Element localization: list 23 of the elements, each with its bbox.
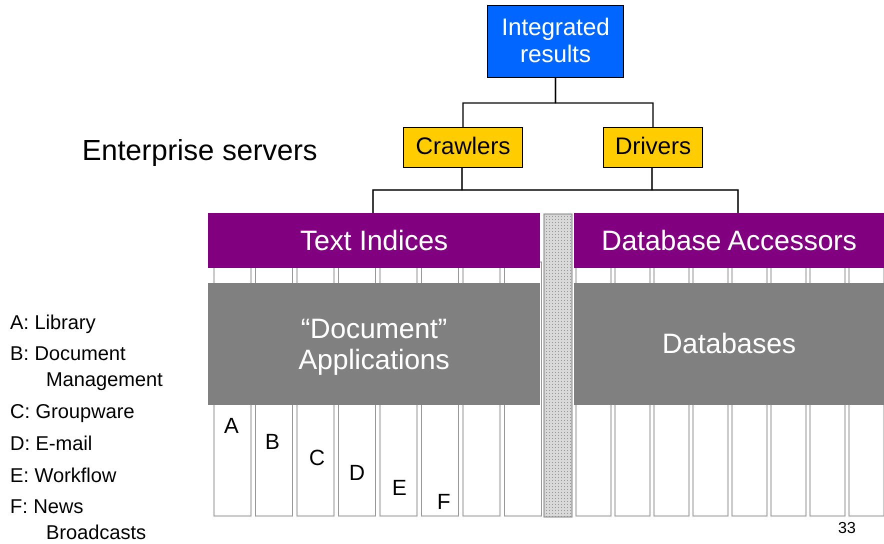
layer-band: Text Indices xyxy=(208,213,540,268)
section-label: Enterprise servers xyxy=(82,134,318,169)
page-number: 33 xyxy=(838,519,856,539)
column-letter: E xyxy=(392,474,407,502)
column-letter: F xyxy=(437,488,450,516)
result-box: Integrated results xyxy=(487,5,624,78)
component-box: Drivers xyxy=(603,127,703,168)
connector-line xyxy=(651,168,739,213)
layer-band: Database Accessors xyxy=(574,213,884,268)
key-entry: D: E-mail xyxy=(10,432,92,457)
layer-band: “Document” Applications xyxy=(208,283,540,405)
column-letter: C xyxy=(309,444,325,472)
key-entry: C: Groupware xyxy=(10,400,134,425)
column-letter: A xyxy=(224,412,239,440)
key-entry: B: Document Management xyxy=(10,342,164,394)
key-entry: F: News Broadcasts xyxy=(10,495,148,544)
column-letter: D xyxy=(349,459,365,487)
key-entry: E: Workflow xyxy=(10,464,116,489)
key-entry: A: Library xyxy=(10,311,96,336)
column-letter: B xyxy=(265,428,280,456)
layer-band: Databases xyxy=(574,283,884,405)
connector-line xyxy=(554,78,654,127)
component-box: Crawlers xyxy=(403,127,523,168)
